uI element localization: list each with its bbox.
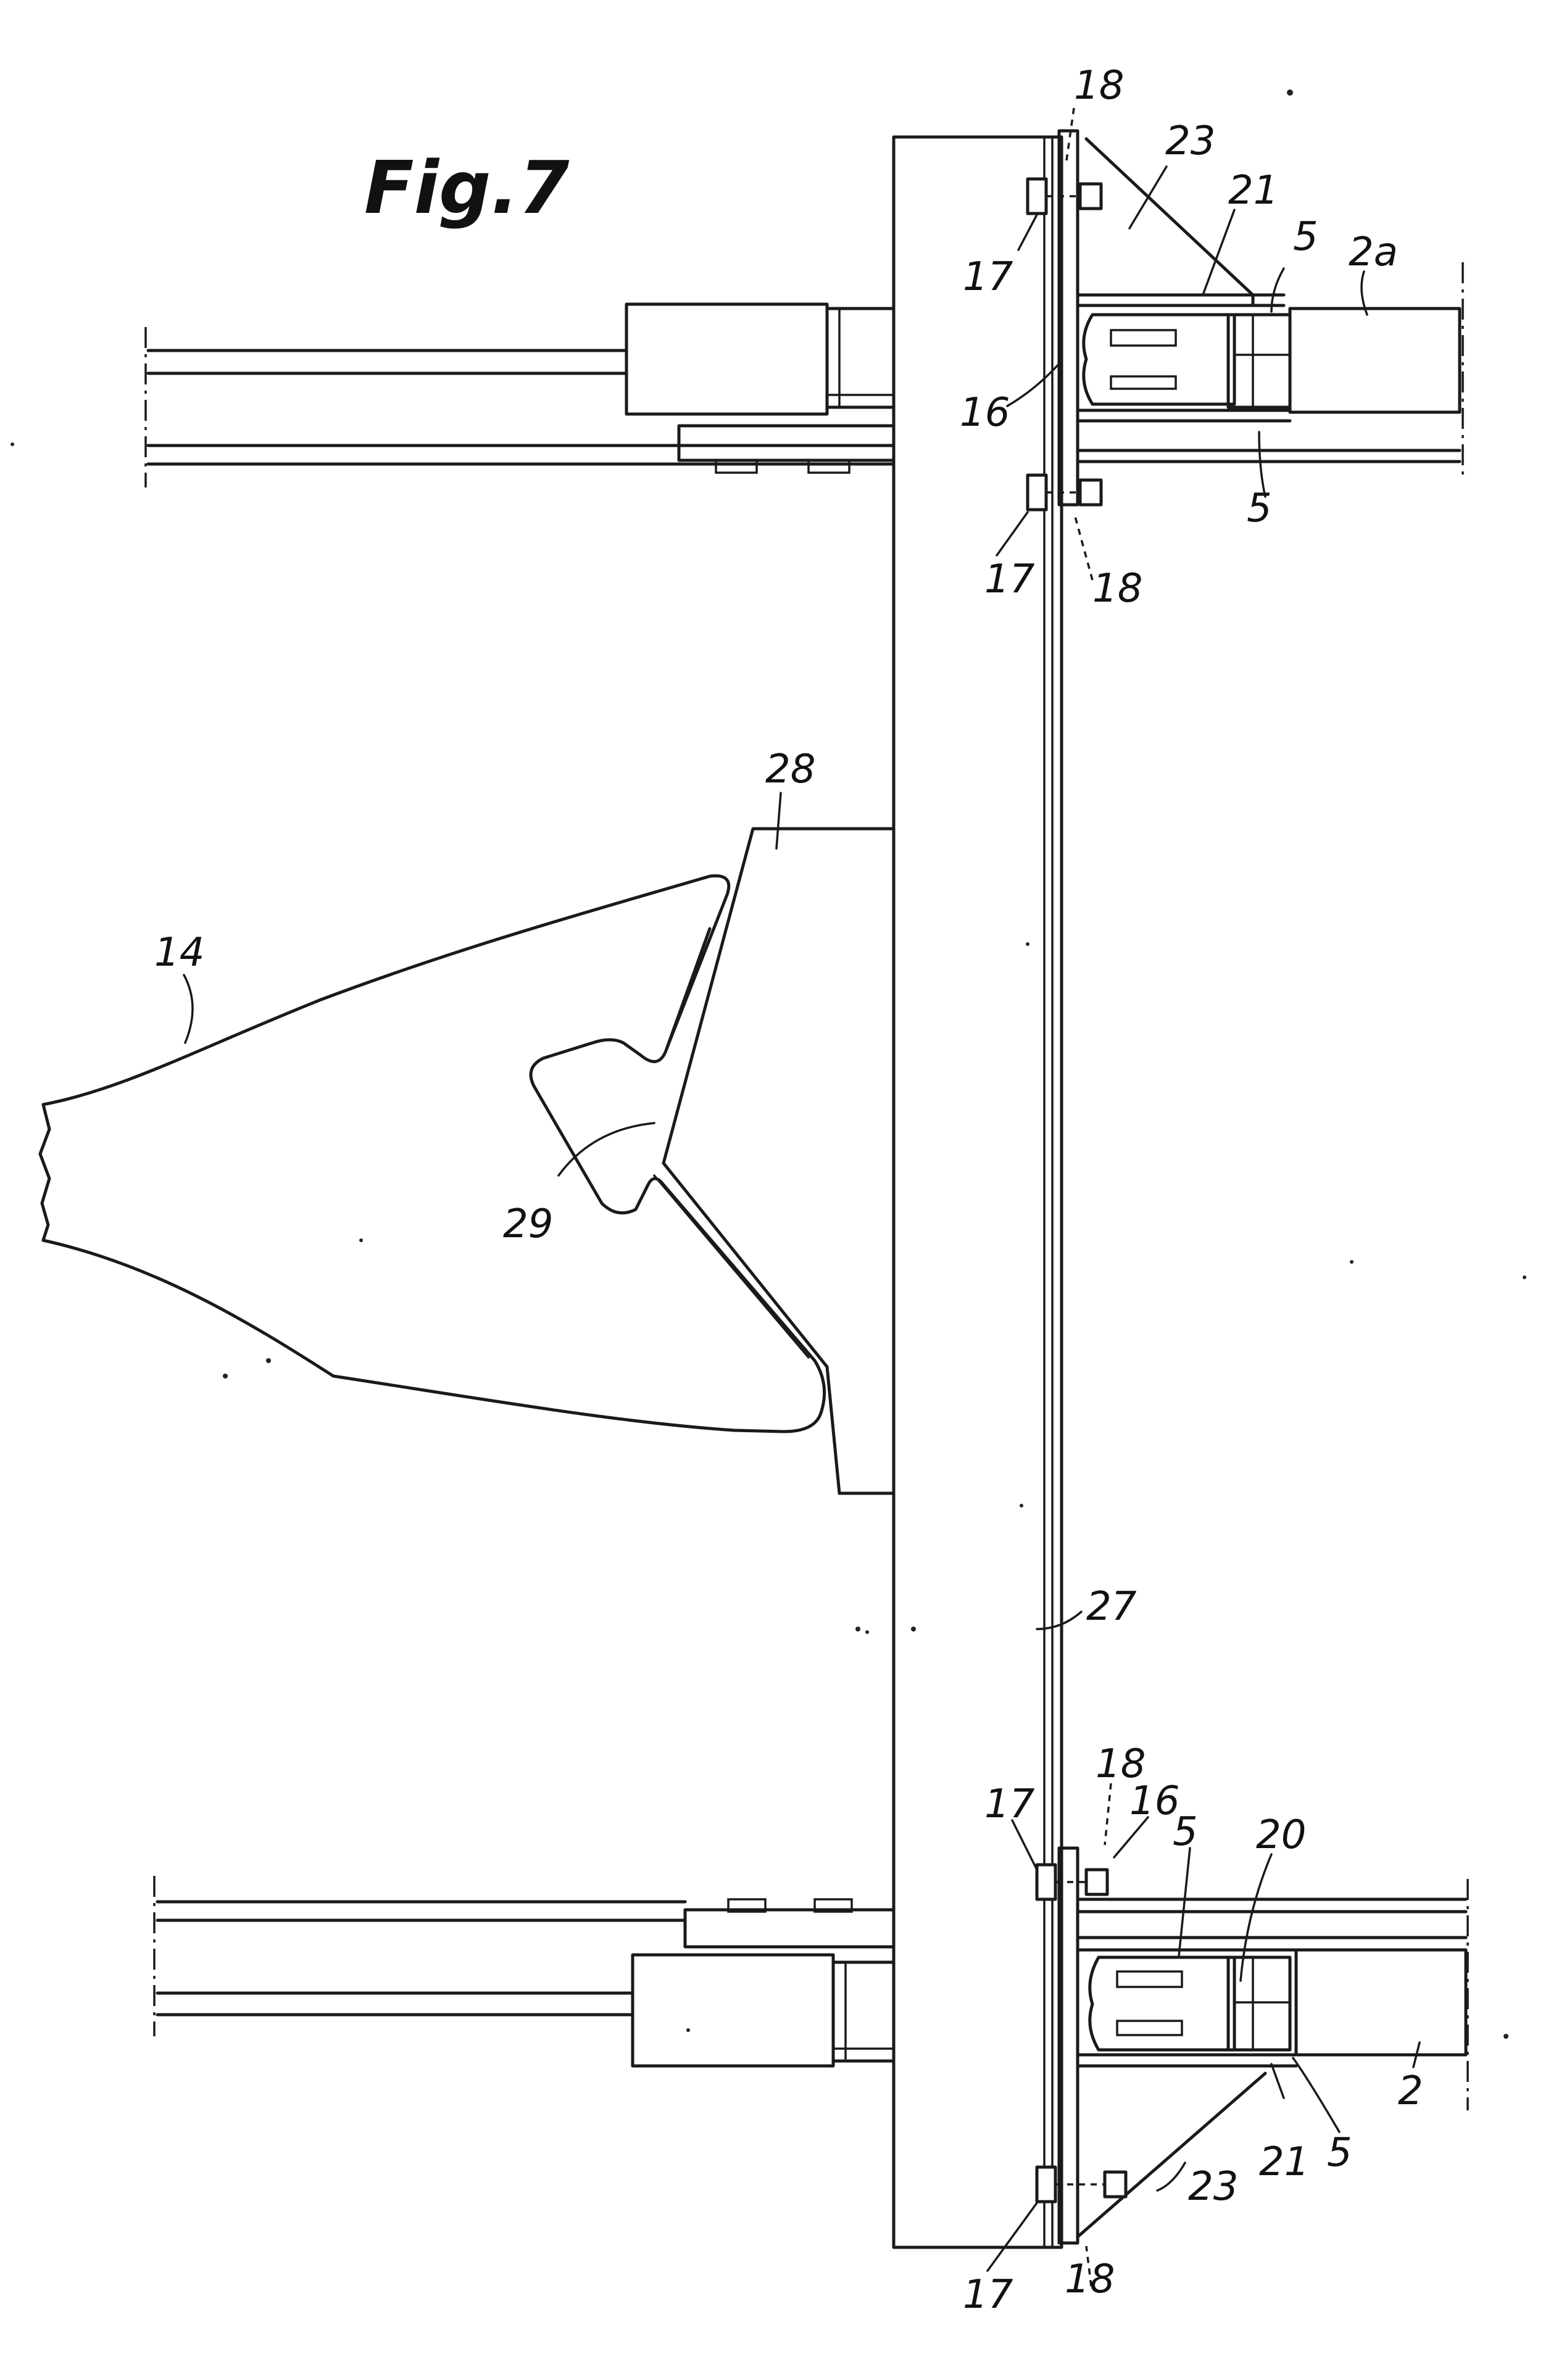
label-5-top-a: 5 — [1293, 214, 1318, 260]
label-17-top-b: 17 — [984, 557, 1035, 602]
scan-specks — [10, 89, 1526, 2039]
figure-title: Fig.7 — [364, 145, 569, 230]
label-2a: 2a — [1349, 230, 1398, 275]
label-5-top-b: 5 — [1247, 486, 1272, 531]
leader-lines — [183, 107, 1421, 2287]
label-5-bottom-b: 5 — [1327, 2130, 1352, 2176]
carrier-block — [662, 827, 896, 1495]
label-18-top-b: 18 — [1092, 566, 1142, 612]
label-17-bottom-a: 17 — [984, 1781, 1035, 1827]
label-23-top: 23 — [1165, 118, 1215, 164]
label-21-bottom: 21 — [1259, 2139, 1309, 2185]
label-18-bottom-b: 18 — [1065, 2257, 1115, 2302]
label-27: 27 — [1086, 1584, 1137, 1630]
label-16-bottom: 16 — [1129, 1778, 1179, 1824]
top-roller-assembly — [1076, 262, 1464, 475]
label-29: 29 — [503, 1201, 553, 1247]
label-23-bottom: 23 — [1188, 2164, 1238, 2210]
label-14: 14 — [154, 930, 204, 976]
label-18-top-a: 18 — [1074, 63, 1124, 109]
bottom-roller-assembly — [1076, 1879, 1469, 2110]
label-17-top-a: 17 — [963, 254, 1013, 300]
main-beam — [892, 135, 1063, 2249]
label-18-bottom-a: 18 — [1096, 1741, 1146, 1787]
bottom-flange-plate — [1035, 1846, 1267, 2245]
label-2: 2 — [1398, 2068, 1423, 2114]
arm-casting — [38, 874, 826, 1433]
top-left-rail — [144, 302, 896, 487]
label-5-bottom-a: 5 — [1173, 1809, 1198, 1855]
bottom-left-rail — [153, 1876, 896, 2068]
label-16-top: 16 — [960, 390, 1010, 436]
label-28: 28 — [765, 747, 815, 792]
label-20: 20 — [1256, 1812, 1306, 1858]
label-21-top: 21 — [1228, 168, 1278, 214]
label-17-bottom-b: 17 — [963, 2272, 1013, 2318]
